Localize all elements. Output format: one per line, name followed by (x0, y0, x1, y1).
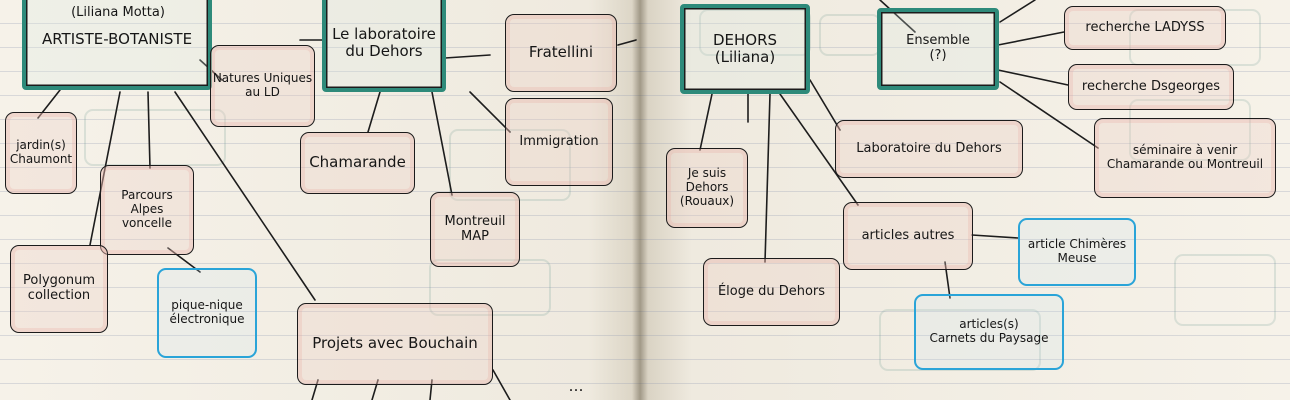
articles-carnets-box: articles(s) Carnets du Paysage (914, 294, 1064, 370)
je-suis-dehors-box: Je suis Dehors (Rouaux) (666, 148, 748, 228)
artiste-botaniste-box: ARTISTE-BOTANISTE (22, 0, 212, 90)
ensemble-label: Ensemble (?) (906, 33, 970, 63)
parcours-box: Parcours Alpes voncelle (100, 165, 194, 255)
laboratoire-dehors-right-label: Laboratoire du Dehors (856, 140, 1002, 156)
ellipsis-mark: … (556, 376, 596, 398)
dehors-liliana-label: DEHORS (Liliana) (712, 30, 778, 66)
pique-nique-box: pique-nique électronique (157, 268, 257, 358)
articles-carnets-label: articles(s) Carnets du Paysage (929, 317, 1049, 345)
article-chimeres-label: article Chimères Meuse (1027, 237, 1127, 265)
article-chimeres-box: article Chimères Meuse (1018, 218, 1136, 286)
eloge-du-dehors-label: Éloge du Dehors (717, 283, 826, 299)
dehors-liliana-box: DEHORS (Liliana) (680, 4, 810, 94)
polygonum-collection-label: Polygonum collection (23, 273, 95, 303)
chamarande-label: Chamarande (309, 153, 406, 172)
liliana-motta-text: (Liliana Motta) (71, 4, 165, 20)
recherche-ladyss-label: recherche LADYSS (1085, 19, 1205, 35)
laboratoire-du-dehors-label: Le laboratoire du Dehors (332, 24, 436, 60)
recherche-dsgeorges-label: recherche Dsgeorges (1081, 78, 1221, 94)
je-suis-dehors-label: Je suis Dehors (Rouaux) (679, 166, 735, 208)
recherche-ladyss-box: recherche LADYSS (1064, 6, 1226, 50)
projets-bouchain-label: Projets avec Bouchain (312, 334, 478, 353)
eloge-du-dehors-box: Éloge du Dehors (703, 258, 840, 326)
artiste-botaniste-label: ARTISTE-BOTANISTE (41, 30, 193, 49)
recherche-dsgeorges-box: recherche Dsgeorges (1068, 64, 1234, 110)
articles-autres-box: articles autres (843, 202, 973, 270)
montreuil-map-box: Montreuil MAP (430, 192, 520, 267)
natures-uniques-box: Natures Uniques au LD (210, 45, 315, 127)
natures-uniques-label: Natures Uniques au LD (212, 71, 313, 99)
immigration-label: Immigration (519, 133, 599, 149)
seminaire-label: séminaire à venir Chamarande ou Montreui… (1106, 143, 1264, 171)
left-page (0, 0, 640, 400)
jardins-chaumont-box: jardin(s) Chaumont (5, 112, 77, 194)
seminaire-box: séminaire à venir Chamarande ou Montreui… (1094, 118, 1276, 198)
fratellini-box: Fratellini (505, 14, 617, 92)
right-page (640, 0, 1290, 400)
ellipsis-text: … (568, 377, 584, 396)
laboratoire-du-dehors-box: Le laboratoire du Dehors (322, 0, 446, 92)
pique-nique-label: pique-nique électronique (169, 298, 245, 326)
chamarande-box: Chamarande (300, 132, 415, 194)
polygonum-collection-box: Polygonum collection (10, 245, 108, 333)
jardins-chaumont-label: jardin(s) Chaumont (9, 138, 73, 166)
parcours-label: Parcours Alpes voncelle (121, 188, 173, 230)
articles-autres-label: articles autres (861, 227, 955, 243)
projets-bouchain-box: Projets avec Bouchain (297, 303, 493, 385)
notebook-gutter (632, 0, 648, 400)
laboratoire-dehors-right-box: Laboratoire du Dehors (835, 120, 1023, 178)
artiste-name-label: (Liliana Motta) (28, 0, 208, 28)
montreuil-map-label: Montreuil MAP (444, 213, 506, 244)
fratellini-label: Fratellini (528, 43, 594, 62)
ensemble-box: Ensemble (?) (877, 8, 999, 90)
immigration-box: Immigration (505, 98, 613, 186)
